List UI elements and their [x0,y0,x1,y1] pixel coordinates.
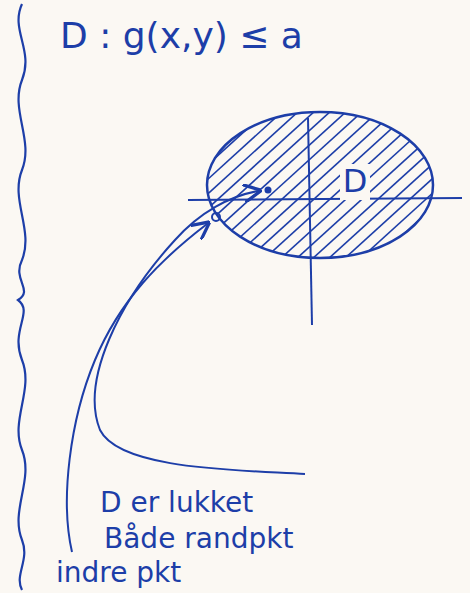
hatching [205,110,435,260]
curly-brace [18,4,25,590]
region-label: D [340,164,371,199]
region-ellipse: D [205,110,435,260]
note-text: D : g(x,y) ≤ a [60,16,303,56]
note-text: D er lukket [100,488,253,519]
note-text: indre pkt [56,558,181,589]
note-text: Både randpkt [104,524,293,555]
y-axis [308,118,312,325]
leader-line [95,191,305,474]
interior-point [265,187,272,194]
ellipse-outline [205,110,435,260]
